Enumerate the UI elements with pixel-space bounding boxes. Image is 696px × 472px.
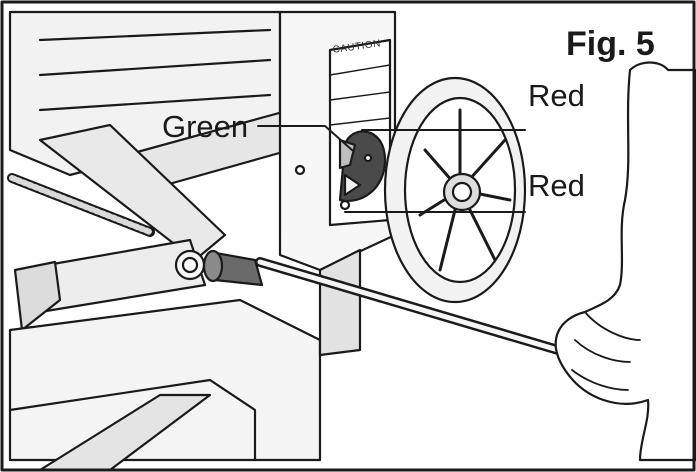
label-red-top: Red (528, 78, 585, 113)
wheel-spokes (418, 108, 512, 272)
label-green: Green (162, 109, 249, 144)
post-hole (294, 164, 306, 176)
post-lower (318, 248, 362, 357)
scissor-arm (38, 123, 227, 262)
green-marker (338, 138, 357, 170)
base-frame (8, 298, 322, 462)
spring (7, 173, 155, 237)
deck-slats (38, 28, 272, 112)
hand (554, 61, 696, 462)
base-rail (8, 378, 257, 462)
figure-title: Fig. 5 (566, 25, 655, 63)
leader-green (257, 125, 353, 151)
link-bracket (13, 260, 62, 332)
label-red-bottom: Red (528, 168, 585, 203)
red-marker (343, 173, 362, 197)
